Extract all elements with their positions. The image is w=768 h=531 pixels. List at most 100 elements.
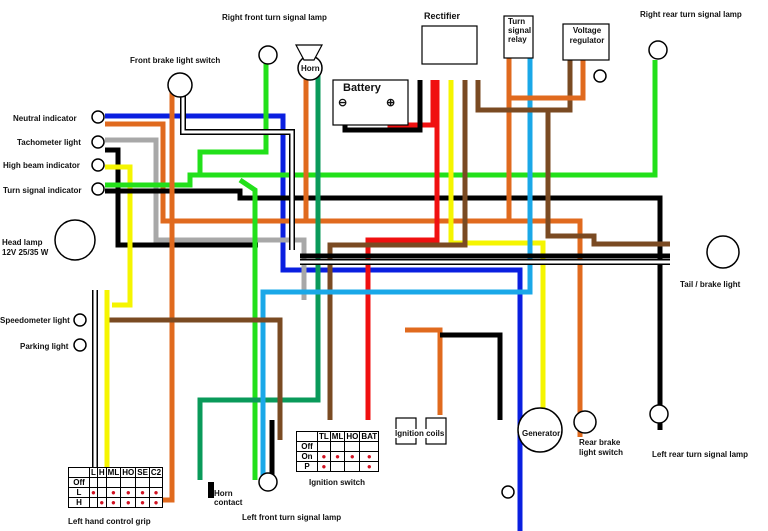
label-rear-brake-switch: Rear brake light switch bbox=[579, 438, 623, 457]
speedo-bulb-icon bbox=[73, 313, 87, 327]
turn-relay-box bbox=[503, 15, 534, 59]
grip-row-h: H●●●●● bbox=[68, 497, 164, 508]
horn-bell-icon bbox=[295, 44, 323, 61]
ign-header: BAT bbox=[359, 431, 380, 442]
grip-row-label: Off bbox=[68, 477, 90, 488]
ign-header bbox=[296, 431, 318, 442]
ign-row-label: On bbox=[296, 451, 318, 462]
wire-orange-neutral bbox=[105, 121, 583, 437]
label-voltage-regulator: Voltage regulator bbox=[569, 26, 605, 45]
grip-header: HO bbox=[120, 467, 137, 478]
ign-row-p: P●● bbox=[296, 461, 380, 472]
horn-contact-icon bbox=[208, 482, 214, 498]
ign-header: ML bbox=[329, 431, 346, 442]
ignition-switch-table: TL ML HO BAT Off On●●●● P●● bbox=[296, 431, 380, 472]
grip-header-row: L H ML HO SE C2 bbox=[68, 467, 164, 478]
wire-red-rect bbox=[365, 80, 440, 420]
ign-row-label: P bbox=[296, 461, 318, 472]
grip-header: H bbox=[96, 467, 107, 478]
grip-header: ML bbox=[105, 467, 122, 478]
ign-row-label: Off bbox=[296, 441, 318, 452]
wire-green-rf-turn bbox=[197, 55, 269, 175]
left-grip-switch-table: L H ML HO SE C2 Off L●●●●● H●●●●● bbox=[68, 467, 164, 508]
label-turn-relay: Turn signal relay bbox=[508, 17, 532, 44]
battery-positive-icon: ⊕ bbox=[386, 97, 396, 109]
tacho-bulb-icon bbox=[91, 135, 105, 149]
parking-bulb-icon bbox=[73, 338, 87, 352]
label-speedo: Speedometer light bbox=[0, 316, 70, 325]
label-rectifier: Rectifier bbox=[424, 11, 461, 21]
grip-row-label: H bbox=[68, 497, 90, 508]
wire-black-coil bbox=[440, 332, 503, 420]
head-lamp-icon bbox=[54, 219, 96, 261]
left-front-turn-lamp-icon bbox=[258, 472, 278, 492]
tail-light-icon bbox=[706, 235, 740, 269]
label-parking: Parking light bbox=[20, 342, 69, 351]
wire-black-highbeam bbox=[105, 147, 258, 248]
voltage-regulator-box bbox=[562, 23, 610, 61]
wire-lightblue-relay bbox=[260, 55, 533, 480]
grip-row-l: L●●●●● bbox=[68, 487, 164, 498]
label-ignition-coils: Ignition coils bbox=[395, 429, 445, 438]
ign-row-on: On●●●● bbox=[296, 451, 380, 462]
grip-header: L bbox=[89, 467, 98, 478]
label-right-rear-turn: Right rear turn signal lamp bbox=[640, 10, 742, 19]
label-neutral: Neutral indicator bbox=[13, 114, 77, 123]
label-front-brake-switch: Front brake light switch bbox=[130, 56, 221, 65]
wire-orange-reg bbox=[509, 55, 586, 101]
ign-header-row: TL ML HO BAT bbox=[296, 431, 380, 442]
label-ignition-switch: Ignition switch bbox=[309, 478, 365, 487]
left-rear-turn-lamp-icon bbox=[649, 404, 669, 424]
label-turn-indicator: Turn signal indicator bbox=[3, 186, 82, 195]
wire-brown-rect bbox=[327, 80, 468, 420]
label-head-lamp-spec: 12V 25/35 W bbox=[2, 248, 49, 257]
label-horn-contact: Horn contact bbox=[214, 489, 243, 507]
wire-orange-brake bbox=[131, 80, 175, 503]
wire-brown-speedo bbox=[105, 317, 283, 440]
wire-orange-coil bbox=[405, 327, 443, 415]
rear-brake-switch-icon bbox=[573, 410, 597, 434]
label-left-rear-turn: Left rear turn signal lamp bbox=[652, 450, 749, 459]
label-generator: Generator bbox=[522, 429, 561, 438]
grip-row-label: L bbox=[68, 487, 90, 498]
ign-header: HO bbox=[344, 431, 361, 442]
label-high-beam: High beam indicator bbox=[3, 161, 80, 170]
generator-icon bbox=[517, 407, 563, 453]
wire-black-turn bbox=[105, 188, 663, 430]
wire-green-main bbox=[238, 177, 258, 480]
wire-yellow-highbeam bbox=[105, 164, 133, 308]
turn-bulb-icon bbox=[91, 182, 105, 196]
label-left-grip: Left hand control grip bbox=[68, 517, 151, 526]
label-tail-light: Tail / brake light bbox=[680, 280, 741, 289]
grip-row-off: Off bbox=[68, 477, 164, 488]
ign-row-off: Off bbox=[296, 441, 380, 452]
ign-header: TL bbox=[317, 431, 331, 442]
label-head-lamp: Head lamp bbox=[2, 238, 43, 247]
wire-brown-reg bbox=[475, 55, 573, 113]
wire-yellow-rect bbox=[448, 80, 546, 420]
wire-brown-tail bbox=[545, 110, 670, 247]
right-rear-turn-lamp-icon bbox=[648, 40, 668, 60]
label-left-front-turn: Left front turn signal lamp bbox=[242, 513, 342, 522]
wire-blue-neutral bbox=[105, 113, 523, 531]
front-brake-switch-icon bbox=[167, 72, 193, 98]
grip-header: SE bbox=[135, 467, 150, 478]
grip-header: C2 bbox=[148, 467, 164, 478]
neutral-switch-icon bbox=[501, 485, 515, 499]
battery-box bbox=[332, 79, 409, 126]
label-tacho: Tachometer light bbox=[17, 138, 81, 147]
grip-header bbox=[68, 467, 90, 478]
regulator-terminal-icon bbox=[593, 69, 607, 83]
label-right-front-turn: Right front turn signal lamp bbox=[222, 13, 327, 22]
right-front-turn-lamp-icon bbox=[258, 45, 278, 65]
wire-darkgreen-horn bbox=[197, 70, 321, 480]
rectifier-box bbox=[421, 25, 478, 65]
wire-white-brake bbox=[181, 80, 294, 250]
neutral-bulb-icon bbox=[91, 110, 105, 124]
label-horn: Horn bbox=[301, 64, 320, 73]
label-battery: Battery bbox=[343, 82, 381, 94]
highbeam-bulb-icon bbox=[91, 158, 105, 172]
battery-negative-icon: ⊖ bbox=[338, 97, 348, 109]
